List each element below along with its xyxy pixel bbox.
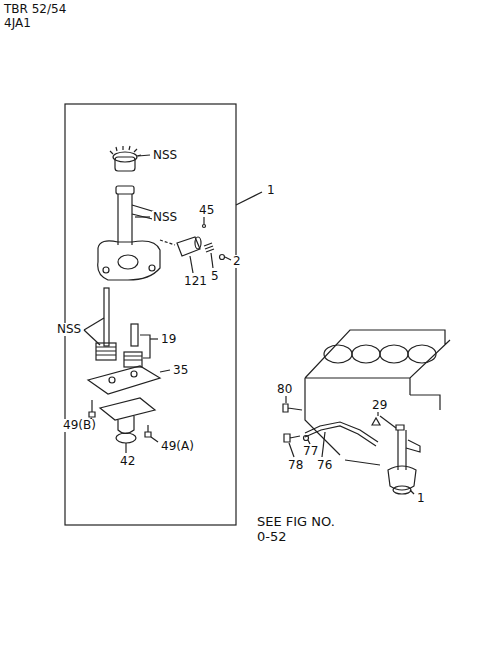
callout-number: 1 [266, 184, 276, 197]
leader-line [380, 416, 396, 428]
callout-number: 19 [160, 333, 177, 346]
callout-number: 121 [183, 275, 208, 288]
leader-line [190, 256, 193, 273]
callout-number: 1 [416, 492, 426, 505]
leader-line [236, 192, 262, 205]
callout-number: 49(A) [160, 440, 195, 453]
pump-cover [88, 366, 160, 394]
leader-line [308, 440, 310, 444]
callout-number: 80 [276, 383, 293, 396]
callout-number: 29 [371, 399, 388, 412]
leader-line [84, 330, 100, 345]
note-text: 0-52 [256, 530, 288, 544]
callout-number: 35 [172, 364, 189, 377]
pump-body [98, 186, 165, 280]
leader-line [151, 437, 158, 442]
callout-number: 78 [287, 459, 304, 472]
callout-number: 77 [302, 445, 319, 458]
callout-number: 49(B) [62, 419, 97, 432]
leader-line [285, 396, 286, 403]
oil-pipe [304, 422, 379, 446]
callout-number: NSS [152, 149, 178, 162]
relief-valve [177, 225, 225, 260]
leader-line [322, 432, 325, 457]
oil-strainer [100, 398, 155, 443]
drive-gear [110, 146, 141, 171]
leader-line [377, 412, 378, 416]
callout-number: 2 [232, 255, 242, 268]
leader-line [160, 370, 170, 372]
leader-line [410, 490, 414, 494]
leader-line [203, 217, 204, 224]
callout-number: NSS [152, 211, 178, 224]
leader-line [225, 257, 231, 260]
screw [89, 400, 151, 437]
callout-number: 5 [210, 270, 220, 283]
pin-and-gear [124, 324, 142, 367]
bolt [283, 404, 302, 442]
callout-number: 42 [119, 455, 136, 468]
installed-pump [372, 418, 420, 494]
callout-number: 76 [316, 459, 333, 472]
callout-number: NSS [56, 323, 82, 336]
cylinder-block [305, 330, 450, 465]
shaft-gear [96, 288, 116, 360]
leader-line [140, 335, 150, 358]
leader-line [135, 216, 150, 217]
leader-line [125, 443, 126, 453]
leader-line [289, 443, 294, 457]
assembly-frame [65, 104, 236, 525]
leader-line [160, 240, 175, 245]
leader-line [84, 318, 104, 330]
leader-line [150, 338, 158, 339]
leader-line [211, 253, 213, 268]
leader-line [138, 155, 150, 156]
callout-number: 4JA1 [3, 17, 32, 30]
callout-number: 45 [198, 204, 215, 217]
note-text: SEE FIG NO. [256, 515, 336, 529]
callout-number: TBR 52/54 [3, 3, 67, 16]
